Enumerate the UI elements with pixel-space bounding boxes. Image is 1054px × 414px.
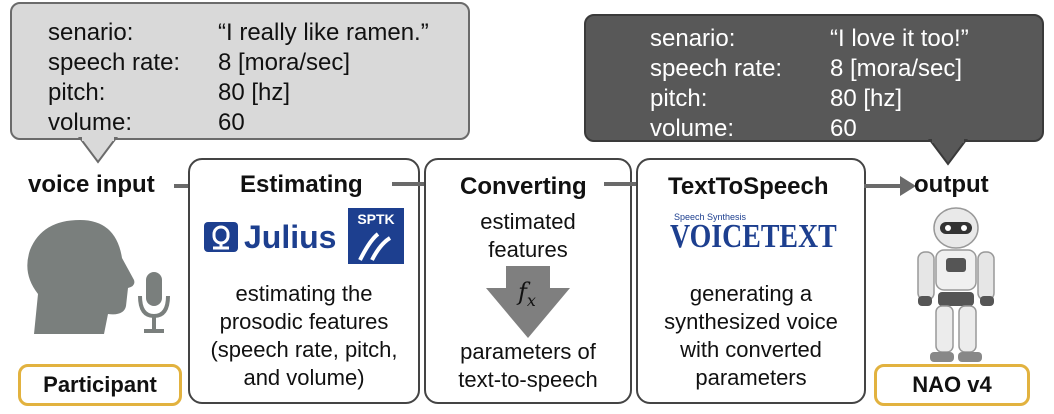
volume-value: 60 — [218, 109, 245, 136]
tts-line: with converted — [680, 337, 822, 362]
julius-logo-icon — [204, 222, 238, 252]
pitch-value: 80 [hz] — [830, 85, 903, 112]
pitch-key: pitch: — [48, 79, 106, 106]
bubble-row-pitch: pitch: 80 [hz] — [48, 78, 468, 108]
tts-title: TextToSpeech — [668, 173, 829, 200]
bubble-row-scenario: senario: “I love it too!” — [650, 24, 1042, 54]
function-base: f — [518, 278, 527, 306]
microphone-icon — [138, 272, 170, 333]
speech-rate-value: 8 [mora/sec] — [830, 55, 963, 82]
converting-output-line: parameters of — [460, 339, 596, 364]
converting-input-line: features — [488, 237, 568, 262]
output-label: output — [914, 171, 989, 198]
volume-value: 60 — [830, 115, 857, 142]
converting-input-line: estimated — [480, 209, 576, 234]
estimating-line: and volume) — [243, 365, 365, 390]
robot-bubble-tail — [928, 139, 968, 166]
estimating-line: prosodic features — [219, 309, 389, 334]
julius-logo-text: Julius — [244, 219, 337, 255]
participant-bubble-tail — [78, 137, 118, 164]
estimating-title: Estimating — [240, 171, 363, 198]
voicetext-logo-subtitle: Speech Synthesis — [674, 212, 747, 222]
scenario-value: “I really like ramen.” — [218, 19, 429, 46]
estimating-line: estimating the — [235, 281, 373, 306]
bubble-row-pitch: pitch: 80 [hz] — [650, 84, 1042, 114]
converting-output-text: parameters of text-to-speech — [426, 338, 630, 394]
robot-speech-bubble: senario: “I love it too!” speech rate: 8… — [584, 14, 1044, 142]
tts-description: generating a synthesized voice with conv… — [638, 280, 864, 392]
participant-label: Participant — [18, 364, 182, 406]
voice-input-label: voice input — [28, 171, 155, 198]
pitch-value: 80 [hz] — [218, 79, 291, 106]
bubble-row-speech-rate: speech rate: 8 [mora/sec] — [650, 54, 1042, 84]
converting-input-text: estimated features — [426, 208, 630, 264]
speech-rate-value: 8 [mora/sec] — [218, 49, 351, 76]
estimating-description: estimating the prosodic features (speech… — [190, 280, 418, 392]
conversion-arrow-icon — [486, 266, 570, 338]
sptk-logo-text: SPTK — [357, 211, 395, 227]
volume-key: volume: — [650, 115, 735, 142]
function-label: fx — [518, 278, 536, 310]
participant-head-icon — [27, 220, 135, 334]
sptk-wave-icon — [358, 232, 392, 261]
voicetext-logo: VOICETEXT — [670, 218, 837, 255]
pitch-key: pitch: — [650, 85, 708, 112]
speech-rate-key: speech rate: — [48, 49, 181, 76]
scenario-value: “I love it too!” — [830, 25, 969, 52]
tts-line: synthesized voice — [664, 309, 838, 334]
estimating-line: (speech rate, pitch, — [210, 337, 398, 362]
bubble-row-volume: volume: 60 — [48, 108, 468, 138]
scenario-key: senario: — [48, 19, 134, 46]
converting-title: Converting — [460, 173, 587, 200]
bubble-row-speech-rate: speech rate: 8 [mora/sec] — [48, 48, 468, 78]
converting-output-line: text-to-speech — [458, 367, 598, 392]
function-subscript: x — [526, 290, 536, 310]
nao-robot-icon — [917, 207, 995, 362]
speech-rate-key: speech rate: — [650, 55, 783, 82]
bubble-row-volume: volume: 60 — [650, 114, 1042, 144]
sptk-logo: SPTK — [348, 208, 404, 264]
participant-speech-bubble: senario: “I really like ramen.” speech r… — [10, 2, 470, 140]
estimating-stage — [188, 158, 420, 404]
tts-line: parameters — [695, 365, 807, 390]
tts-line: generating a — [689, 281, 813, 306]
robot-label: NAO v4 — [874, 364, 1030, 406]
volume-key: volume: — [48, 109, 133, 136]
scenario-key: senario: — [650, 25, 736, 52]
arrow-to-output — [864, 176, 916, 196]
bubble-row-scenario: senario: “I really like ramen.” — [48, 18, 468, 48]
tts-stage — [636, 158, 866, 404]
